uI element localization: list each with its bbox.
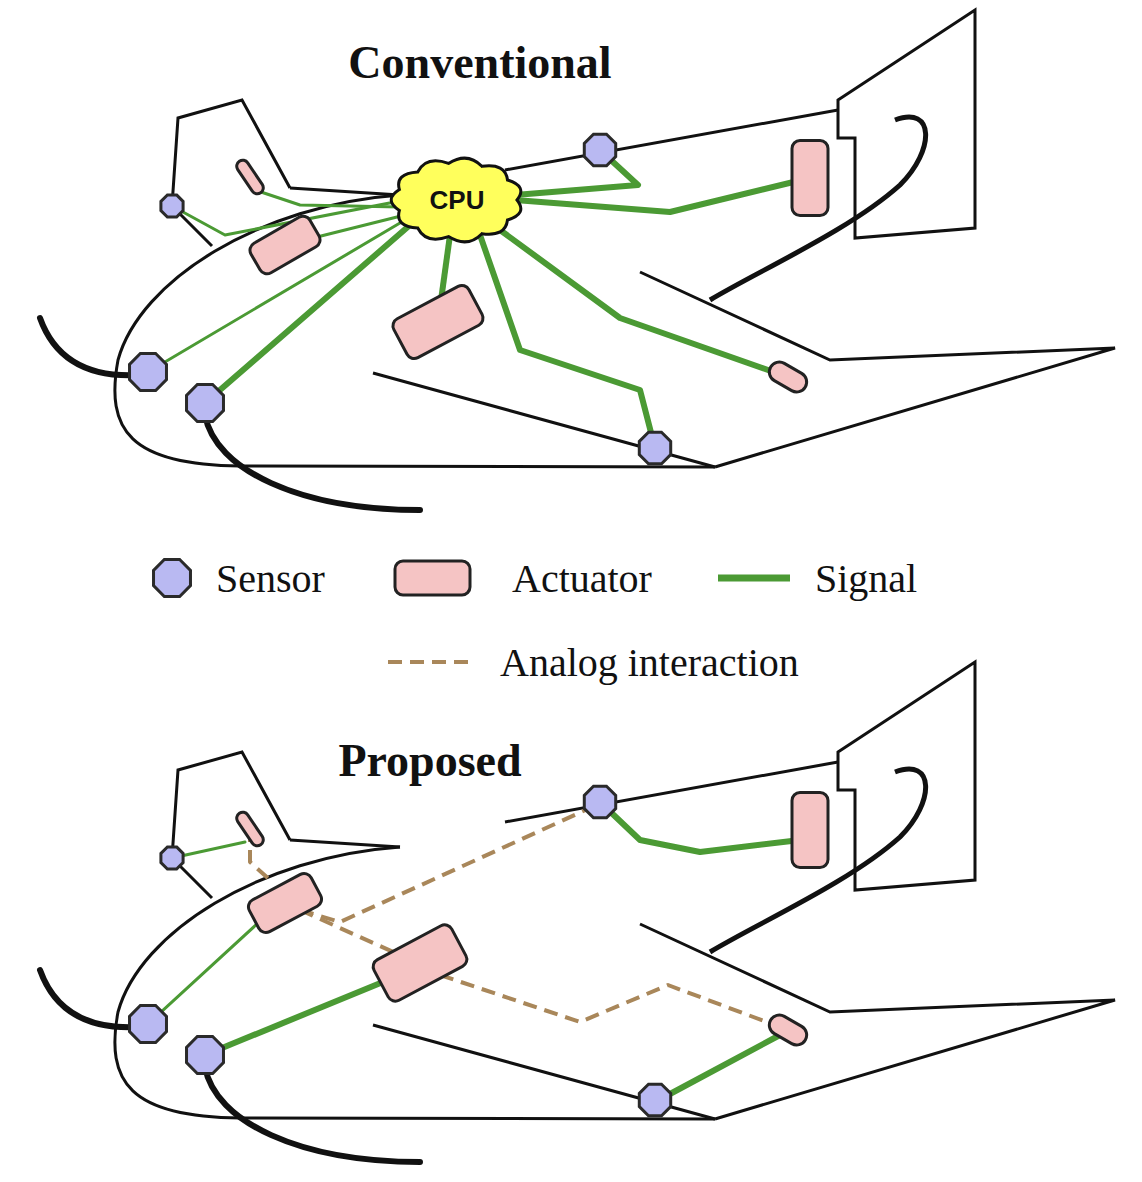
actuator: [766, 358, 811, 395]
legend-actuator-sample: [395, 561, 470, 595]
signal-line: [600, 802, 800, 852]
signal-line: [515, 150, 638, 195]
actuator: [234, 810, 265, 848]
actuator: [247, 213, 323, 276]
signal-line: [515, 178, 810, 212]
legend-analog-sample: [388, 660, 470, 664]
body-outline: [40, 662, 1115, 1162]
sensor: [130, 354, 167, 391]
node-text: CPU: [430, 185, 485, 216]
actuator: [246, 871, 325, 936]
sensors: [130, 134, 671, 463]
analog-interaction-line: [440, 975, 780, 1027]
analog-interaction-line: [300, 910, 400, 955]
body-outline: [40, 10, 1115, 510]
cloud-shape: [391, 158, 521, 242]
legend-text: Analog interaction: [500, 639, 799, 686]
signal-line: [148, 912, 270, 1024]
sensor: [130, 1006, 167, 1043]
legend-text: Signal: [815, 555, 917, 602]
actuators: [234, 141, 828, 396]
legend-signal-sample: [718, 575, 790, 582]
signal-lines: [148, 150, 810, 448]
actuator: [370, 922, 469, 1004]
signal-lines: [148, 802, 800, 1102]
sensor: [639, 1084, 670, 1115]
sensors: [130, 786, 671, 1115]
sensor: [187, 385, 224, 422]
actuator: [390, 283, 486, 362]
panel-title: Conventional: [348, 36, 611, 89]
sensor: [584, 134, 615, 165]
signal-line: [500, 230, 788, 377]
panel-title: Proposed: [338, 734, 521, 787]
actuators: [234, 793, 828, 1049]
sensor: [639, 432, 670, 463]
sensor: [584, 786, 615, 817]
legend-sensor-sample: [154, 560, 191, 597]
actuator: [766, 1011, 811, 1048]
actuator: [234, 158, 265, 196]
cpu-cloud: CPU: [391, 157, 523, 243]
actuator: [792, 793, 828, 868]
legend-text: Sensor: [216, 555, 325, 602]
signal-line: [255, 190, 400, 207]
proposed-panel: [40, 662, 1115, 1162]
legend-text: Actuator: [512, 555, 652, 602]
sensor: [161, 195, 183, 217]
analog-interaction-line: [300, 808, 590, 922]
signal-line: [480, 235, 655, 448]
sensor: [187, 1037, 224, 1074]
signal-line: [205, 975, 400, 1055]
sensor: [161, 847, 183, 869]
analog-interactions: [250, 808, 780, 1027]
signal-line: [655, 1035, 780, 1102]
actuator: [792, 141, 828, 216]
